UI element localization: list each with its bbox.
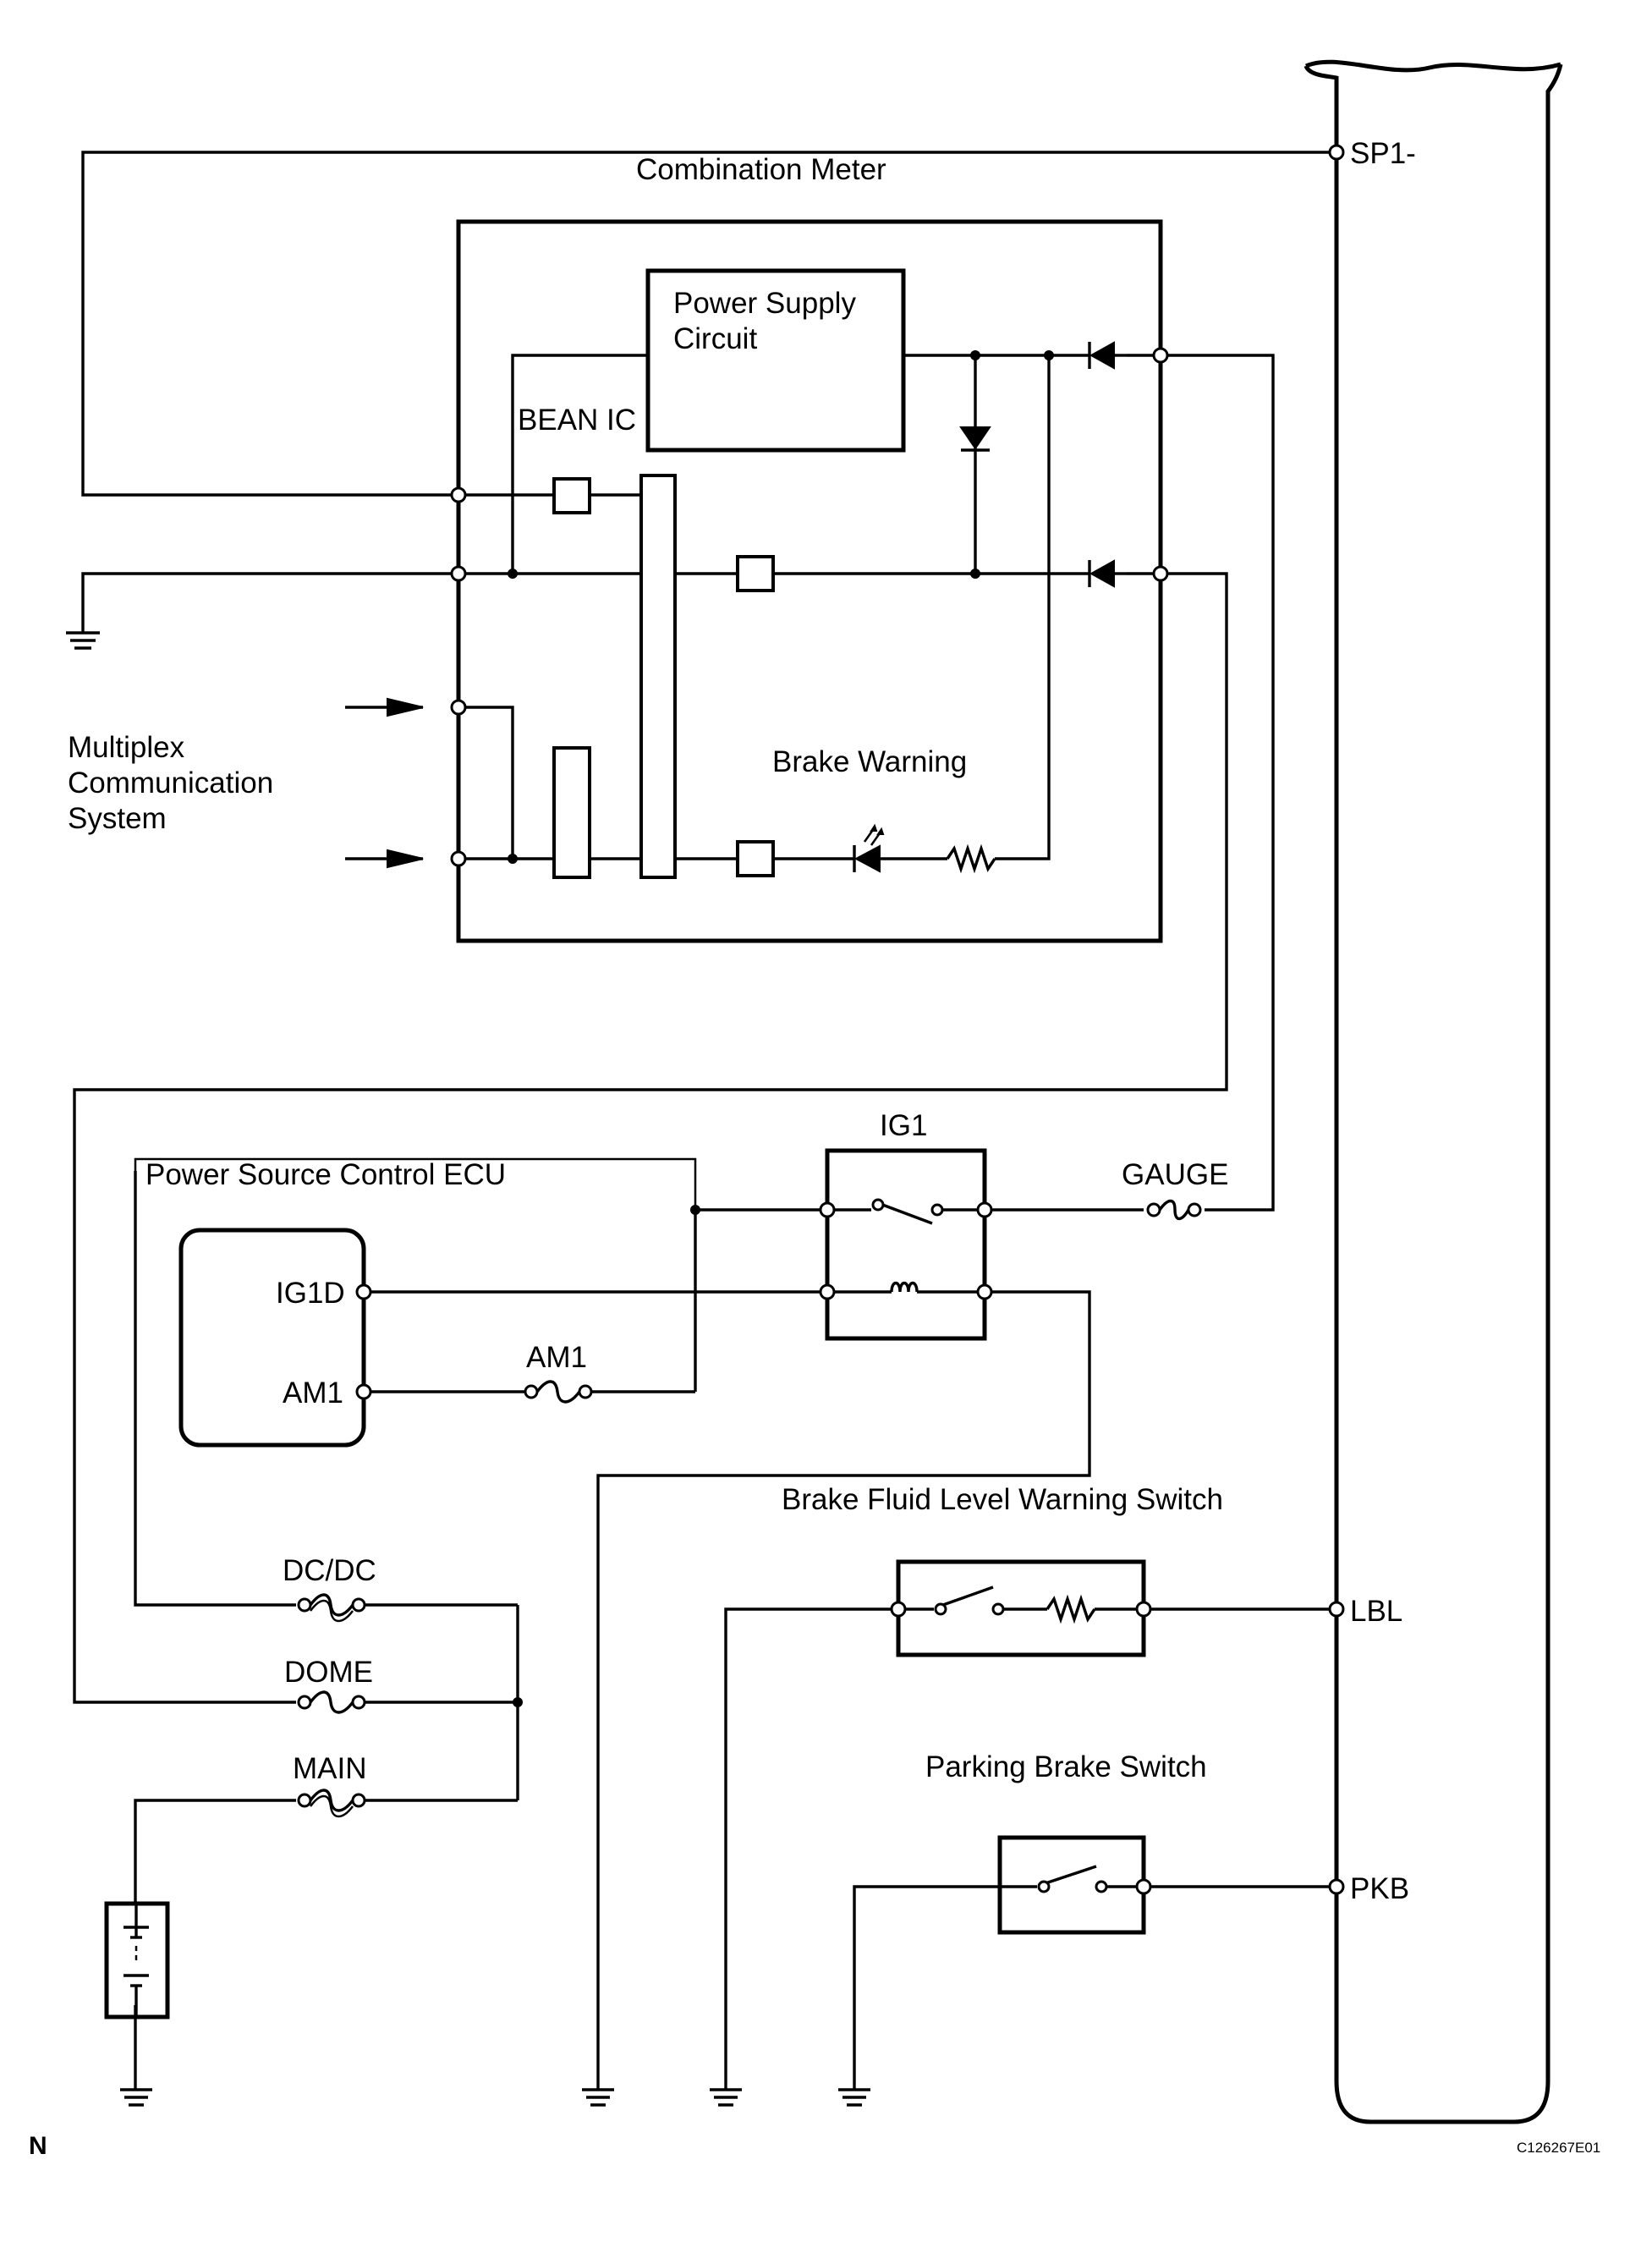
junction-dot xyxy=(690,1205,700,1215)
dcdc-label: DC/DC xyxy=(283,1554,376,1587)
ground-icon xyxy=(120,2088,152,2107)
dcdc-fuse-icon xyxy=(297,1593,366,1623)
power-source-ecu-label: Power Source Control ECU xyxy=(145,1158,506,1191)
warning-interface-block xyxy=(736,840,775,877)
lbl-pin-label: LBL xyxy=(1350,1595,1402,1628)
power-supply-circuit-block xyxy=(645,268,906,453)
ig1-relay-coil xyxy=(827,1281,985,1294)
multiplex-label-line1: Multiplex xyxy=(68,731,185,764)
connector-housing xyxy=(1303,59,1563,2124)
gauge-fuse-icon xyxy=(1146,1199,1202,1221)
junction-dot xyxy=(1044,350,1054,360)
gauge-label: GAUGE xyxy=(1122,1158,1228,1191)
ecu-module-block xyxy=(178,1228,366,1448)
multiplex-label-line2: Communication xyxy=(68,767,273,800)
terminal-circles xyxy=(355,347,1169,1895)
ground-icon xyxy=(66,631,100,650)
parking-brake-switch-label: Parking Brake Switch xyxy=(925,1750,1207,1783)
pkb-pin-label: PKB xyxy=(1350,1872,1409,1905)
brake-warning-led-icon xyxy=(853,823,885,873)
ig-interface-block xyxy=(736,555,775,592)
multiplex-input-arrow xyxy=(345,849,424,869)
parking-brake-switch-contact xyxy=(1000,1865,1144,1893)
diode-vertical xyxy=(959,426,991,452)
battery-icon xyxy=(104,1901,170,2019)
multiplex-input-arrow xyxy=(345,697,424,717)
sp1-pin xyxy=(1328,144,1345,161)
sp1-interface-block xyxy=(552,477,591,514)
am1-fuse-icon xyxy=(524,1380,593,1404)
ig1-label: IG1 xyxy=(880,1109,927,1142)
junction-dot xyxy=(513,1697,523,1707)
diode-lower xyxy=(1088,559,1127,588)
lbl-pin xyxy=(1328,1601,1345,1618)
diode-upper xyxy=(1088,341,1127,370)
brake-fluid-switch-contact xyxy=(898,1585,1144,1624)
junction-dot xyxy=(970,569,980,579)
corner-mark: N xyxy=(29,2132,47,2160)
parking-brake-switch-box xyxy=(997,1835,1146,1935)
bean-ic-label: BEAN IC xyxy=(518,404,636,437)
brake-fluid-switch-label: Brake Fluid Level Warning Switch xyxy=(782,1483,1223,1516)
junction-dot xyxy=(970,350,980,360)
sp1-pin-label: SP1- xyxy=(1350,137,1416,170)
ig1-relay-contact xyxy=(827,1198,985,1225)
junction-dot xyxy=(508,854,518,864)
meter-internal-wiring xyxy=(81,151,1336,860)
combination-meter-label: Combination Meter xyxy=(636,153,886,186)
junction-dot xyxy=(508,569,518,579)
am1-fuse-label: AM1 xyxy=(526,1341,587,1374)
multiplex-label-line3: System xyxy=(68,802,167,835)
ground-icon xyxy=(838,2088,870,2107)
multiplex-interface-block xyxy=(552,746,591,879)
power-supply-label-line1: Power Supply xyxy=(673,287,856,320)
ig1-relay-box xyxy=(825,1148,987,1341)
dome-fuse-icon xyxy=(297,1690,366,1714)
main-fuse-icon xyxy=(297,1789,366,1818)
brake-warning-label: Brake Warning xyxy=(772,745,967,778)
dome-label: DOME xyxy=(284,1656,373,1689)
bean-ic-bar xyxy=(639,474,677,879)
ground-icon xyxy=(582,2088,614,2107)
power-source-ecu-outline xyxy=(134,1157,697,1605)
am1-terminal-label: AM1 xyxy=(283,1377,343,1409)
pkb-pin xyxy=(1328,1878,1345,1895)
ig1d-terminal-label: IG1D xyxy=(276,1277,345,1310)
figure-code: C126267E01 xyxy=(1517,2140,1600,2156)
external-wiring xyxy=(73,354,1336,2090)
power-supply-label-line2: Circuit xyxy=(673,322,757,355)
brake-warning-resistor xyxy=(946,843,996,874)
main-label: MAIN xyxy=(293,1752,367,1785)
ground-icon xyxy=(710,2088,742,2107)
